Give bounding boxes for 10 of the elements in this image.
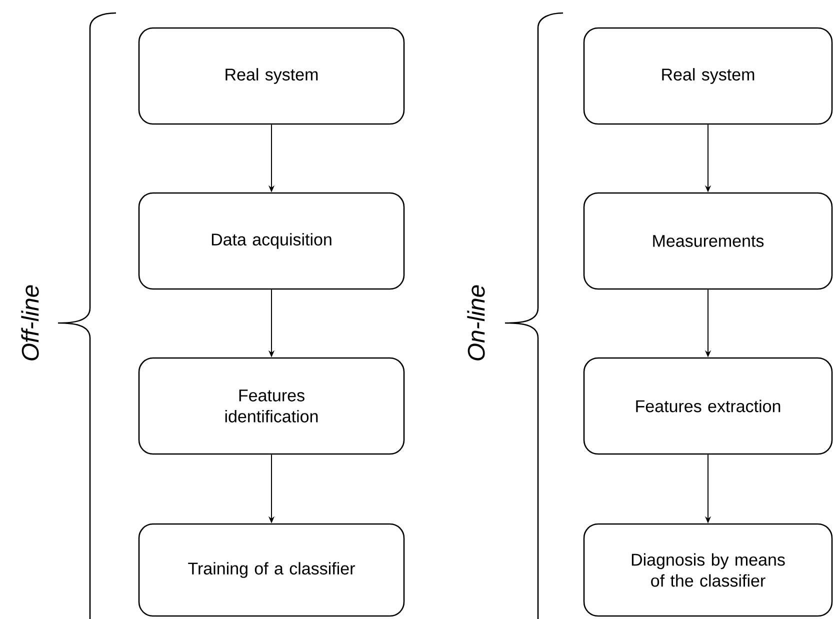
process-box: Features identification [138, 357, 405, 455]
process-box: Measurements [583, 192, 833, 290]
side-label: Off-line [21, 285, 39, 360]
process-box: Real system [583, 27, 833, 125]
process-box: Data acquisition [138, 192, 405, 290]
process-box: Training of a classifier [138, 523, 405, 617]
process-box: Real system [138, 27, 405, 125]
process-box: Features extraction [583, 357, 833, 455]
side-label: On-line [467, 285, 485, 360]
process-box: Diagnosis by means of the classifier [583, 523, 833, 617]
